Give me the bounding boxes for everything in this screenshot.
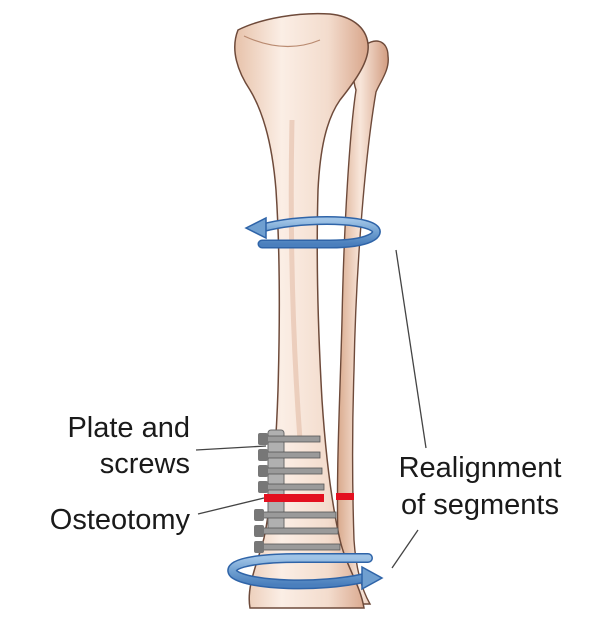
osteotomy-label: Osteotomy: [10, 504, 190, 537]
plate-leader-line: [196, 446, 266, 450]
realignment-leader-lower: [392, 530, 418, 568]
tibia-osteotomy-cut: [264, 494, 324, 502]
fibula-osteotomy-cut: [336, 493, 354, 500]
plate-label-line1: Plate and: [30, 412, 190, 445]
realignment-label-line1: Realignment: [380, 452, 580, 485]
realignment-leader-upper: [396, 250, 426, 448]
realignment-label-line2: of segments: [380, 489, 580, 522]
plate-label-line2: screws: [30, 448, 190, 481]
